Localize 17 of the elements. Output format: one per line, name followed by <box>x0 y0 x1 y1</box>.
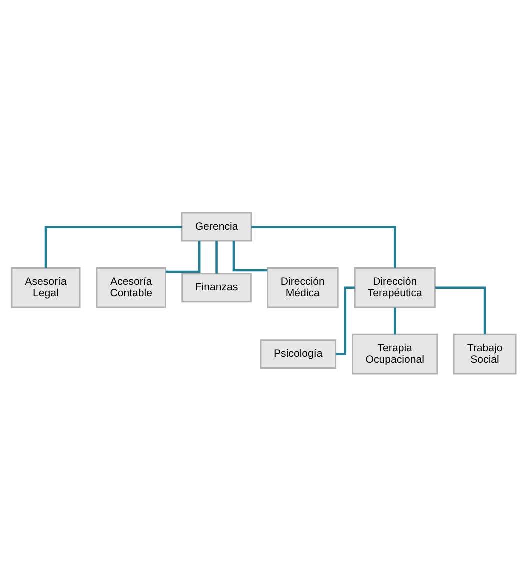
node-box: Trabajo Social <box>453 333 517 374</box>
connector <box>166 240 201 273</box>
node-box: Dirección Médica <box>267 266 339 308</box>
node-box: Acesoría Contable <box>96 266 167 308</box>
connector <box>216 240 218 274</box>
connector <box>44 226 182 268</box>
node-box: Finanzas <box>182 272 252 302</box>
connector <box>232 240 268 272</box>
connector <box>252 226 396 268</box>
connector <box>435 286 486 334</box>
node-box: Dirección Terapéutica <box>354 266 436 308</box>
connector <box>336 286 355 355</box>
node-box: Terapia Ocupacional <box>352 333 438 374</box>
node-box: Psicología <box>260 339 337 369</box>
connector <box>394 307 396 334</box>
node-box: Gerencia <box>181 212 252 242</box>
node-box: Asesoría Legal <box>11 266 81 308</box>
